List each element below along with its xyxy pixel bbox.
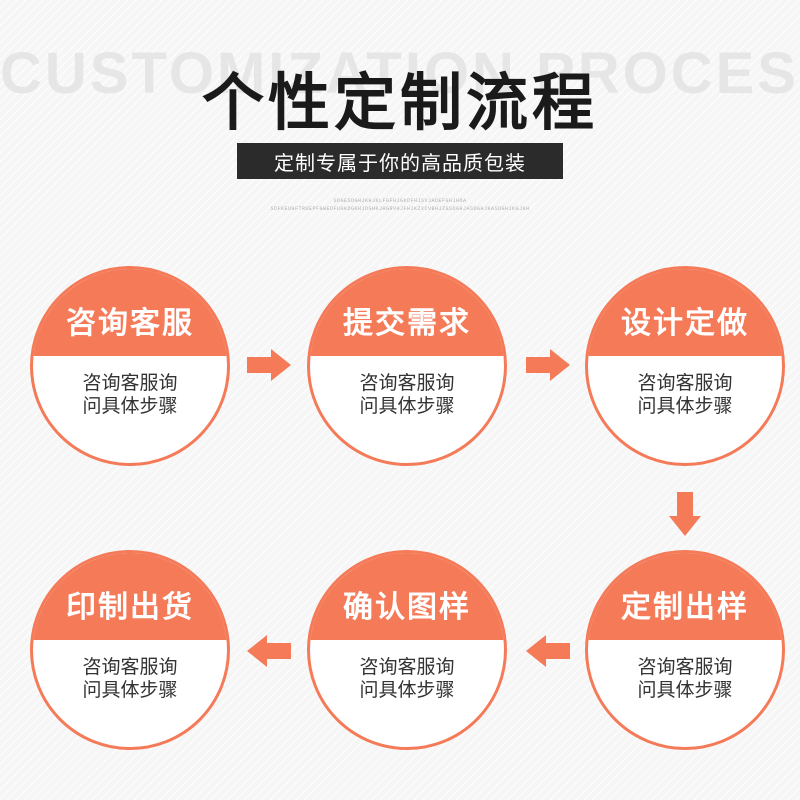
step-desc-line: 问具体步骤 — [637, 394, 733, 417]
step-desc-line: 咨询客服询 — [82, 655, 178, 678]
step-circle-confirm: 确认图样 咨询客服询 问具体步骤 — [307, 550, 507, 750]
step-desc-line: 咨询客服询 — [82, 371, 178, 394]
subtitle-banner: 定制专属于你的高品质包装 — [237, 143, 563, 179]
background-watermark-text: CUSTOMIZATION PROCESS — [0, 41, 800, 106]
step-header: 设计定做 — [588, 269, 782, 357]
step-desc-line: 咨询客服询 — [359, 655, 455, 678]
step-desc-line: 问具体步骤 — [82, 394, 178, 417]
step-title: 确认图样 — [343, 590, 471, 626]
step-description: 咨询客服询 问具体步骤 — [588, 656, 782, 702]
step-title: 设计定做 — [621, 306, 749, 342]
arrow-right-icon — [247, 349, 291, 381]
arrow-left-icon — [526, 635, 570, 667]
step-header: 提交需求 — [310, 269, 504, 357]
step-desc-line: 咨询客服询 — [637, 655, 733, 678]
step-desc-line: 咨询客服询 — [637, 371, 733, 394]
arrow-down-icon — [669, 492, 701, 536]
step-desc-line: 咨询客服询 — [359, 371, 455, 394]
step-desc-line: 问具体步骤 — [359, 394, 455, 417]
step-title: 定制出样 — [621, 590, 749, 626]
step-title: 咨询客服 — [66, 306, 194, 342]
decorative-tiny-text-2: SDFKEUHFTRUEPFGWEDFUGKDGKHJDGHKJHGRVHJFH… — [270, 206, 530, 212]
step-header: 咨询客服 — [33, 269, 227, 357]
step-desc-line: 问具体步骤 — [359, 678, 455, 701]
decorative-tiny-text-1: SDGESDGHJKHJKLFGFHJGKDFHJSVJADEFGHJHDA — [333, 198, 467, 204]
subtitle-text: 定制专属于你的高品质包装 — [274, 150, 526, 175]
step-desc-line: 问具体步骤 — [637, 678, 733, 701]
step-header: 定制出样 — [588, 553, 782, 641]
arrow-right-icon — [526, 349, 570, 381]
step-description: 咨询客服询 问具体步骤 — [588, 372, 782, 418]
step-header: 确认图样 — [310, 553, 504, 641]
step-circle-consult: 咨询客服 咨询客服询 问具体步骤 — [30, 266, 230, 466]
step-description: 咨询客服询 问具体步骤 — [33, 656, 227, 702]
step-description: 咨询客服询 问具体步骤 — [310, 656, 504, 702]
step-title: 印制出货 — [66, 590, 194, 626]
step-header: 印制出货 — [33, 553, 227, 641]
step-circle-print-ship: 印制出货 咨询客服询 问具体步骤 — [30, 550, 230, 750]
step-circle-submit: 提交需求 咨询客服询 问具体步骤 — [307, 266, 507, 466]
step-circle-sample: 定制出样 咨询客服询 问具体步骤 — [585, 550, 785, 750]
step-desc-line: 问具体步骤 — [82, 678, 178, 701]
step-circle-design: 设计定做 咨询客服询 问具体步骤 — [585, 266, 785, 466]
page-title: 个性定制流程 — [201, 66, 598, 139]
step-description: 咨询客服询 问具体步骤 — [310, 372, 504, 418]
arrow-left-icon — [247, 635, 291, 667]
step-title: 提交需求 — [343, 306, 471, 342]
step-description: 咨询客服询 问具体步骤 — [33, 372, 227, 418]
